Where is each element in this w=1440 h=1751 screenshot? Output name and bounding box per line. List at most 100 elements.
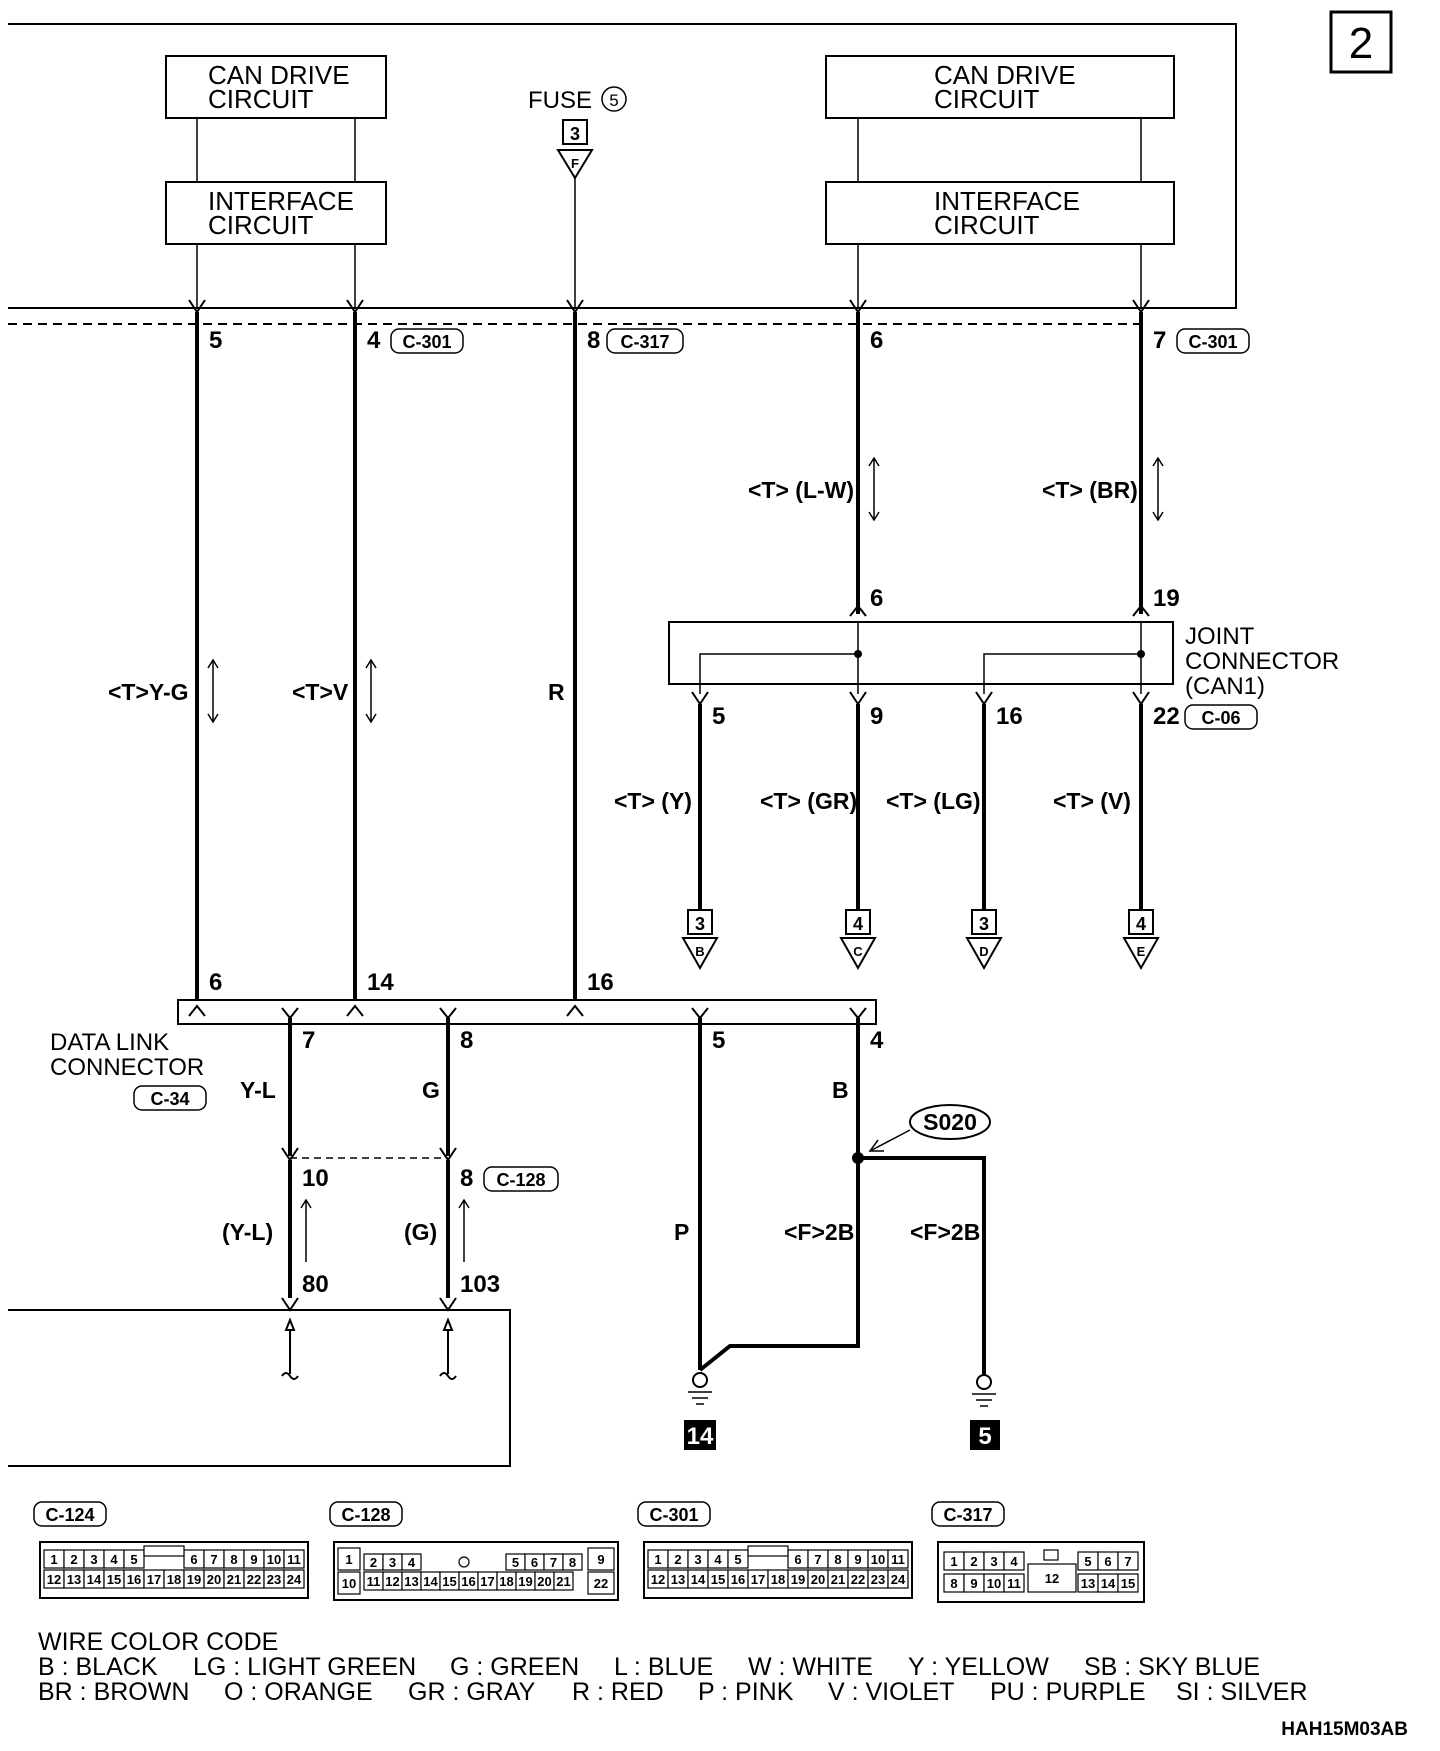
svg-text:C-06: C-06 [1201, 708, 1240, 728]
pin-cell [887, 1569, 909, 1589]
pin-number: 20 [207, 1572, 221, 1587]
lower-module-wires [288, 1160, 450, 1298]
legend-title: WIRE COLOR CODE [38, 1628, 278, 1656]
svg-text:V : VIOLET: V : VIOLET [828, 1678, 954, 1706]
pin-cell [283, 1549, 305, 1569]
pin-number: 9 [970, 1576, 977, 1591]
pin-number: 5 [130, 1552, 137, 1567]
pin-number: 5 [734, 1552, 741, 1567]
dlc-pin-6: 6 [209, 969, 222, 996]
pin-number: 2 [970, 1554, 977, 1569]
pin-number: 1 [950, 1554, 957, 1569]
pin-cell [587, 1547, 615, 1571]
pin-number: 20 [537, 1574, 551, 1589]
pin-cell [1117, 1551, 1139, 1571]
offpage-ref-4c: 4 C [839, 909, 877, 971]
offpage-ref-3b: 3 B [681, 909, 719, 971]
data-link-connector [177, 999, 877, 1025]
joint-connector-label-3: (CAN1) [1185, 673, 1265, 700]
pin-number: 24 [891, 1572, 906, 1587]
offpage-ref-4e: 4 E [1122, 909, 1160, 971]
pin-cell [337, 1571, 361, 1595]
pin-number: 18 [771, 1572, 785, 1587]
pin-number: 18 [167, 1572, 181, 1587]
svg-text:3: 3 [695, 914, 705, 934]
svg-text:S020: S020 [923, 1109, 977, 1135]
pin-number: 12 [385, 1574, 399, 1589]
svg-text:FUSE: FUSE [528, 87, 592, 114]
face-label-c128: C-128 [329, 1501, 403, 1527]
left-can-drive-circuit: CAN DRIVE CIRCUIT [165, 55, 387, 119]
pin-cell [1117, 1573, 1139, 1593]
key-circle [458, 1556, 470, 1568]
pin-cell [123, 1549, 145, 1569]
face-label-c301: C-301 [637, 1501, 711, 1527]
svg-text:C: C [853, 944, 863, 959]
pin-number: 9 [854, 1552, 861, 1567]
pin-cell [562, 1553, 583, 1571]
pin-number: 4 [1010, 1554, 1018, 1569]
pin-number: 17 [751, 1572, 765, 1587]
signal-direction-arrows [207, 456, 1164, 724]
pin-number: 10 [267, 1552, 281, 1567]
pin-number: 15 [711, 1572, 725, 1587]
svg-text:C-128: C-128 [341, 1505, 390, 1525]
offpage-ref-3d: 3 D [965, 909, 1003, 971]
right-ecu-internal-lines [857, 118, 1142, 308]
pin-number: 12 [1045, 1571, 1059, 1586]
pin-number: 19 [187, 1572, 201, 1587]
pin-number: 14 [423, 1574, 438, 1589]
pin-number: 11 [287, 1552, 301, 1567]
pin-number: 4 [408, 1555, 416, 1570]
svg-text:CAN DRIVE: CAN DRIVE [208, 60, 350, 90]
pin-number: 19 [791, 1572, 805, 1587]
pin-number: 15 [107, 1572, 121, 1587]
svg-text:CIRCUIT: CIRCUIT [934, 210, 1040, 240]
svg-text:CIRCUIT: CIRCUIT [208, 210, 314, 240]
joint-pin-22: 22 [1153, 703, 1180, 730]
svg-text:P : PINK: P : PINK [698, 1678, 794, 1706]
svg-text:C-34: C-34 [150, 1089, 189, 1109]
wire-label-f2b-a: <F>2B [784, 1219, 854, 1245]
pin-cell [587, 1571, 615, 1595]
pin-cell [1003, 1551, 1025, 1571]
wire-label-gr: <T> (GR) [760, 788, 857, 814]
pin-number: 8 [230, 1552, 237, 1567]
pin-number: 17 [480, 1574, 494, 1589]
wire-label-g: G [422, 1077, 440, 1103]
wire-color-code-legend: WIRE COLOR CODE B : BLACK LG : LIGHT GRE… [38, 1628, 1308, 1706]
dlc-lower-wires [288, 1018, 986, 1374]
pin-number: 3 [694, 1552, 701, 1567]
fuse-5: FUSE 5 3 F [528, 86, 627, 308]
wire-label-p: P [674, 1219, 689, 1245]
wire-label-lg: <T> (LG) [886, 788, 981, 814]
pin-number: 18 [499, 1574, 513, 1589]
pin-number: 17 [147, 1572, 161, 1587]
svg-text:Y : YELLOW: Y : YELLOW [908, 1653, 1049, 1681]
pin-cell [401, 1553, 422, 1571]
pin-number: 13 [67, 1572, 81, 1587]
pin-number: 24 [287, 1572, 302, 1587]
svg-text:F: F [571, 156, 579, 171]
pin-number: 4 [110, 1552, 118, 1567]
wire-label-r: R [548, 679, 565, 705]
pin-number: 9 [597, 1552, 604, 1567]
svg-text:14: 14 [687, 1423, 714, 1450]
wire-label-br: <T> (BR) [1042, 477, 1138, 503]
main-wires [195, 312, 1143, 1006]
connector-ref-c301-right: C-301 [1176, 328, 1250, 354]
pin-number: 12 [651, 1572, 665, 1587]
pin-cell [283, 1569, 305, 1589]
splice-s020: S020 [852, 1104, 991, 1164]
pin-number: 16 [127, 1572, 141, 1587]
one-way-arrows [300, 1198, 470, 1262]
pin-number: 11 [367, 1574, 381, 1589]
joint-pin-6: 6 [870, 585, 883, 612]
pin-cell [1003, 1573, 1025, 1593]
pin-number: 2 [370, 1555, 377, 1570]
